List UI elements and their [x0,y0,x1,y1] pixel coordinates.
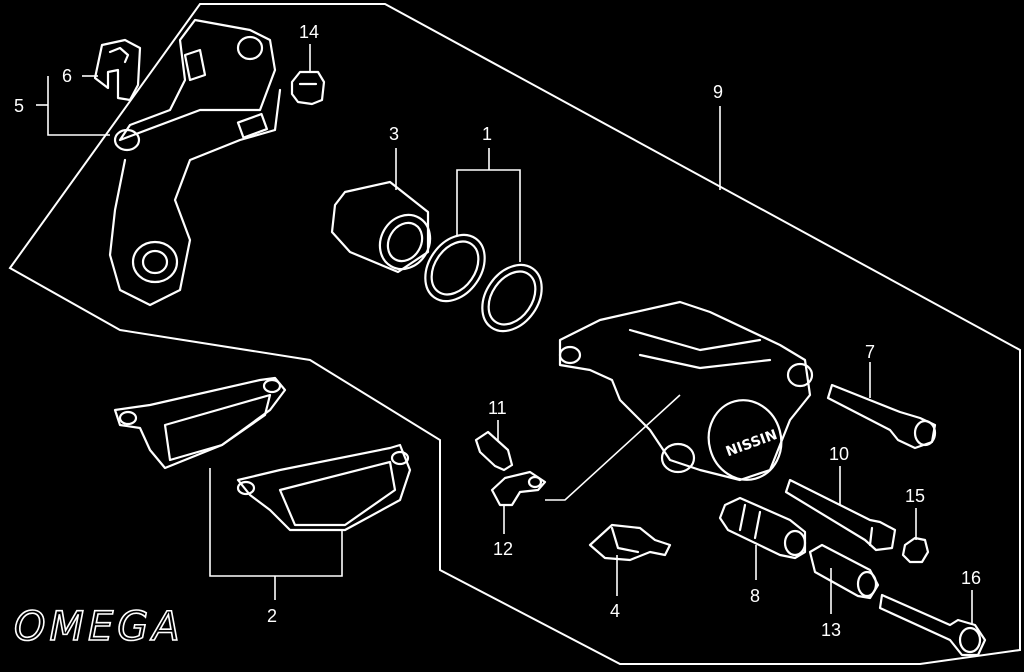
bleeder-screw [474,430,514,472]
pin-bolt-upper [826,383,937,450]
callout-6: 6 [62,66,72,86]
callout-5: 5 [14,96,24,116]
pin-sleeve [808,543,880,600]
callout-4: 4 [610,601,620,621]
callout-8: 8 [750,586,760,606]
callout-7: 7 [865,342,875,362]
flange-bolt [878,593,987,657]
brake-pad-upper [113,376,287,470]
callout-15: 15 [905,486,925,506]
callout-16: 16 [961,568,981,588]
callout-14: 14 [299,22,319,42]
caliper-bracket [108,18,282,307]
bleeder-cap [290,70,326,106]
callout-9: 9 [713,82,723,102]
dust-boot [718,496,807,560]
pin-clip [490,470,547,507]
omega-watermark: OMEGA [13,603,184,651]
callout-11: 11 [488,398,507,418]
assembly-outline [8,3,1021,665]
pin-cap [901,536,930,564]
pad-spring [588,523,672,562]
callout-10: 10 [829,444,849,464]
callout-2: 2 [267,606,277,626]
callout-12: 12 [493,539,513,559]
piston [330,180,432,274]
callout-1: 1 [482,124,492,144]
pin-bolt-lower [784,478,897,552]
leader-lines [36,44,973,625]
pad-retainer-clip [93,38,142,102]
caliper-body: NISSIN [558,300,814,482]
callout-3: 3 [389,124,399,144]
piston-seal-rings [424,233,543,333]
callout-13: 13 [821,620,841,640]
caliper-logo-text: NISSIN [724,427,780,460]
brake-pad-lower [236,443,412,532]
